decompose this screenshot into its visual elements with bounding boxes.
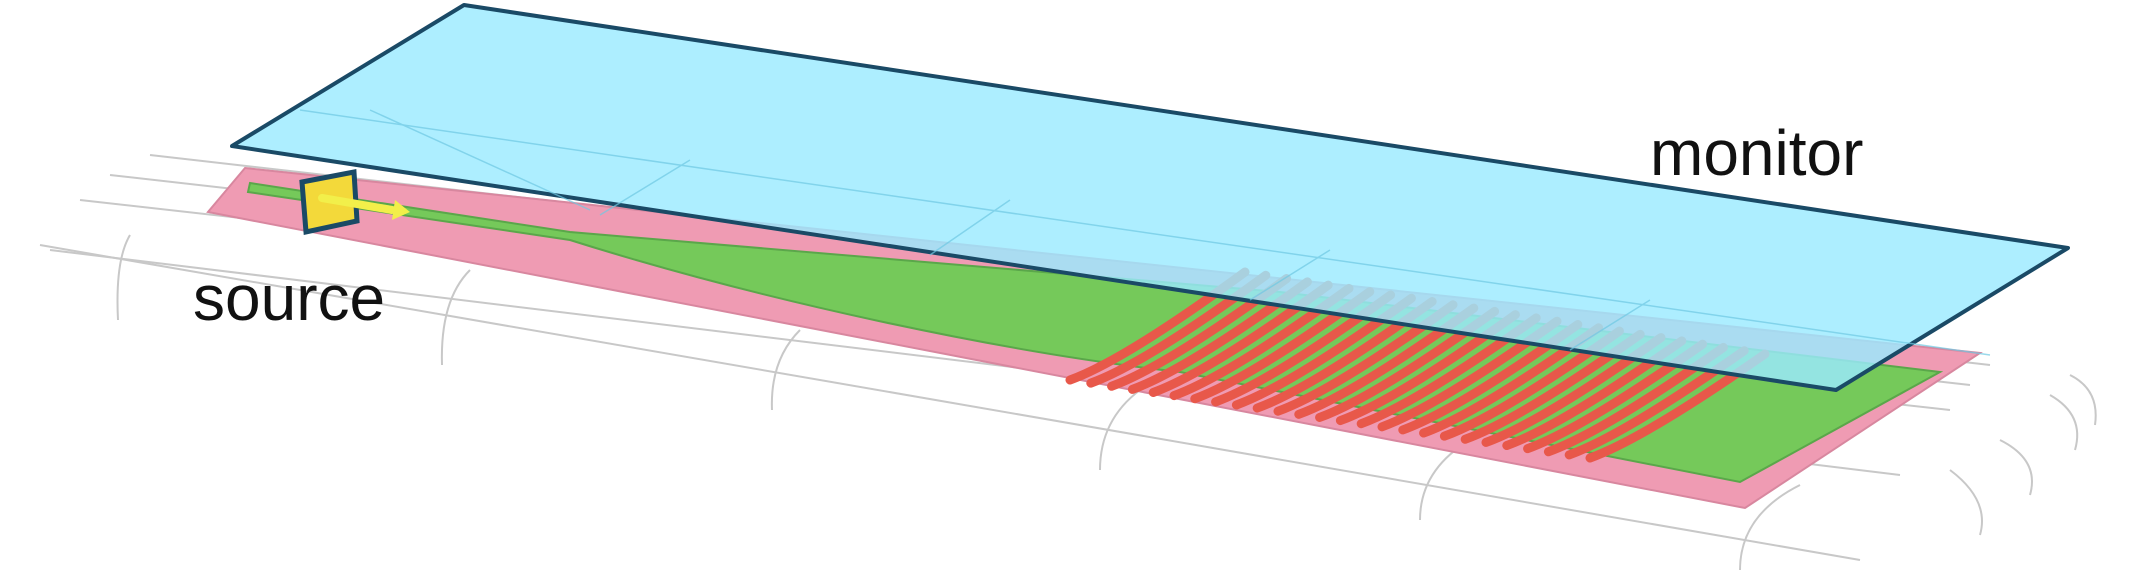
source-arrow-head <box>392 200 410 220</box>
monitor-plane <box>230 3 2070 392</box>
source-label: source <box>193 262 385 334</box>
waveguide-taper <box>246 181 1944 484</box>
monitor-grid-lines <box>299 109 1991 356</box>
source-arrow-shaft <box>318 194 396 214</box>
light-source <box>299 169 410 236</box>
monitor-label: monitor <box>1650 117 1863 189</box>
